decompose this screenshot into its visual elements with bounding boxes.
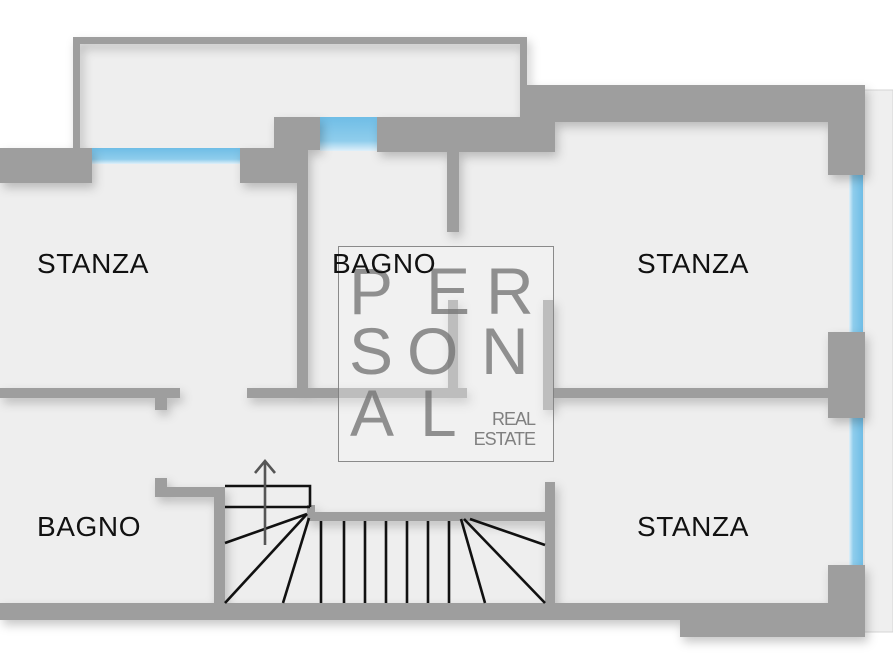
logo-real-text: REAL: [491, 409, 536, 429]
arrow-up-icon: [254, 458, 276, 545]
room-label-bottom-right: STANZA: [637, 511, 749, 542]
logo-letter: S: [349, 314, 394, 388]
logo-watermark-box: [338, 246, 554, 462]
logo-letter: R: [486, 254, 534, 328]
side-strip: [863, 89, 893, 633]
window-right-upper: [849, 175, 863, 335]
logo-estate-text: ESTATE: [473, 429, 536, 449]
windows: [92, 117, 863, 568]
room-label-top-right: STANZA: [637, 248, 749, 279]
main-floor: [0, 117, 865, 620]
floor-areas: [0, 44, 893, 633]
logo-letter: L: [420, 376, 457, 450]
walls: [0, 37, 865, 637]
window-top-left: [92, 148, 240, 164]
room-label-top-center: BAGNO: [332, 248, 437, 279]
room-label-bottom-left: BAGNO: [37, 511, 142, 542]
room-label-top-left: STANZA: [37, 248, 149, 279]
window-bathroom-top: [320, 117, 377, 151]
outside-white-left: [0, 117, 73, 148]
logo-letter: A: [350, 376, 395, 450]
window-right-lower: [849, 418, 863, 568]
logo-letter: O: [407, 314, 459, 388]
logo-letter: E: [426, 254, 471, 328]
logo-letter: P: [349, 254, 394, 328]
logo-letter: N: [481, 314, 529, 388]
